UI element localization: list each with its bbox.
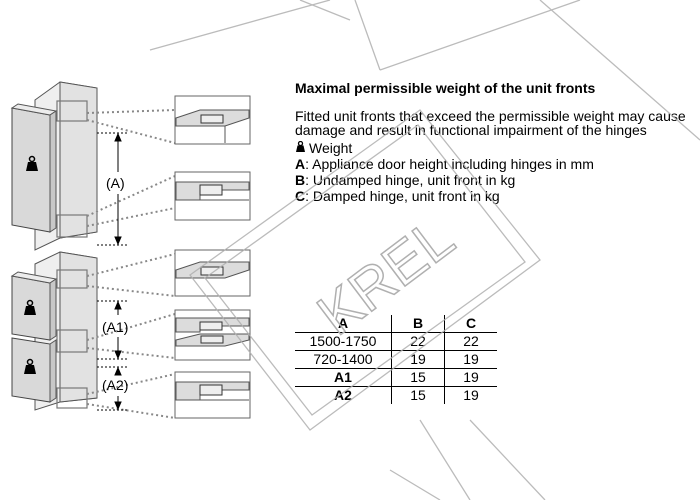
- hinge-marker: [56, 269, 88, 289]
- legend: Weight A: Appliance door height includin…: [295, 140, 700, 204]
- table-cell: 19: [391, 350, 445, 369]
- dimension-a: [97, 132, 128, 246]
- hinge-detail: [174, 171, 251, 221]
- legend-key: C: [295, 188, 306, 204]
- hinge-detail: [174, 371, 251, 419]
- table-row: 720-1400 19 19: [295, 350, 497, 369]
- table-row: 1500-1750 22 22: [295, 332, 497, 351]
- double-door-appliance: [10, 251, 98, 411]
- legend-text: Weight: [309, 140, 353, 156]
- weight-icon: [295, 140, 309, 156]
- weight-table: A B C 1500-1750 22 22 720-1400 19 19 A1 …: [295, 315, 497, 404]
- legend-text: : Appliance door height including hinges…: [305, 156, 594, 172]
- table-cell: 19: [463, 369, 479, 385]
- table-cell: 22: [391, 332, 445, 351]
- label-a: (A): [106, 175, 125, 191]
- table-cell: 19: [463, 387, 479, 403]
- legend-text: : Damped hinge, unit front in kg: [305, 188, 500, 204]
- weight-icon: [24, 358, 36, 374]
- table-cell: A2: [295, 386, 392, 404]
- hinge-detail: [174, 309, 251, 361]
- page-title: Maximal permissible weight of the unit f…: [295, 80, 596, 96]
- table-header-c: C: [444, 315, 497, 333]
- legend-item-a: A: Appliance door height including hinge…: [295, 156, 700, 172]
- hinge-detail: [174, 95, 251, 145]
- table-row: A1 15 19: [295, 368, 497, 387]
- weight-icon: [24, 299, 36, 315]
- table-header-b: B: [391, 315, 445, 333]
- table-header-row: A B C: [295, 315, 497, 333]
- legend-item-weight: Weight: [295, 140, 700, 156]
- hinge-illustration: (A): [10, 81, 251, 419]
- legend-key: B: [295, 172, 306, 188]
- table-cell: 1500-1750: [295, 332, 392, 351]
- hinge-marker: [56, 329, 88, 353]
- table-cell: A1: [295, 368, 392, 387]
- description: Fitted unit fronts that exceed the permi…: [295, 108, 686, 138]
- hinge-detail: [174, 249, 251, 297]
- weight-icon: [26, 155, 38, 171]
- table-cell: 15: [391, 368, 445, 387]
- table-header-a: A: [295, 315, 392, 333]
- legend-text: : Undamped hinge, unit front in kg: [305, 172, 516, 188]
- table-cell: 22: [463, 333, 479, 349]
- table-cell: 720-1400: [295, 350, 392, 369]
- info-panel: Maximal permissible weight of the unit f…: [295, 80, 700, 204]
- legend-key: A: [295, 156, 306, 172]
- table-cell: 19: [463, 351, 479, 367]
- label-a2: (A2): [102, 377, 128, 393]
- legend-item-c: C: Damped hinge, unit front in kg: [295, 188, 700, 204]
- dimension-a1-a2: [97, 300, 128, 411]
- table-cell: 15: [391, 386, 445, 404]
- hinge-marker: [56, 387, 88, 409]
- table-row: A2 15 19: [295, 386, 497, 404]
- legend-item-b: B: Undamped hinge, unit front in kg: [295, 172, 700, 188]
- label-a1: (A1): [102, 319, 128, 335]
- hinge-marker: [56, 100, 88, 122]
- single-door-appliance: [10, 81, 98, 251]
